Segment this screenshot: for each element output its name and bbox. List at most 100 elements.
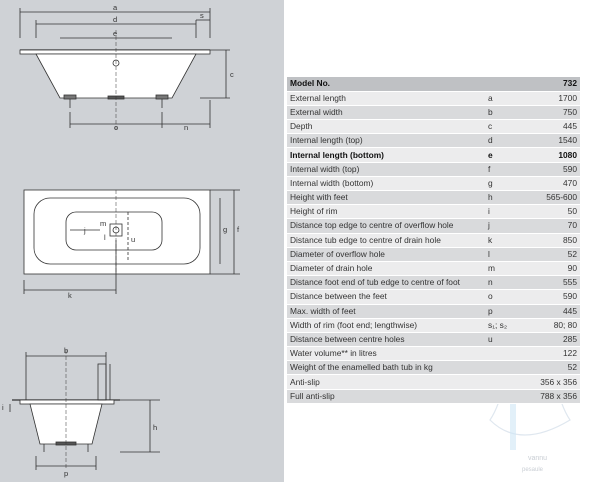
cell-symbol [485, 389, 525, 404]
cell-value: 52 [525, 247, 580, 262]
cell-label: Weight of the enamelled bath tub in kg [287, 360, 485, 376]
label-f: f [237, 225, 240, 234]
cell-label: Anti-slip [287, 374, 485, 390]
label-h: h [153, 423, 157, 432]
label-s: s [200, 11, 204, 20]
cell-symbol: p [485, 304, 525, 319]
cell-label: Diameter of overflow hole [287, 247, 485, 262]
label-i: i [2, 403, 4, 412]
cell-value: 285 [525, 332, 580, 348]
table-row: Anti-slip 356 x 356 [287, 374, 580, 390]
table-header-row: Model No. 732 [287, 77, 580, 92]
table-row: Distance tub edge to centre of drain hol… [287, 233, 580, 248]
header-label: Model No. [287, 77, 485, 92]
cell-label: Water volume** in litres [287, 346, 485, 362]
cell-label: Distance foot end of tub edge to centre … [287, 275, 485, 291]
cell-symbol: f [485, 162, 525, 177]
cell-value: 52 [525, 360, 580, 376]
cell-symbol: c [485, 119, 525, 135]
cell-value: 50 [525, 204, 580, 220]
cell-value: 750 [525, 105, 580, 121]
cell-label: Distance between the feet [287, 289, 485, 305]
label-b: b [64, 346, 68, 355]
technical-drawings-panel: a d s e c o n [0, 0, 284, 482]
cell-symbol: n [485, 275, 525, 291]
cell-value: 80; 80 [525, 318, 580, 333]
cell-symbol: u [485, 332, 525, 348]
cell-value: 1540 [525, 133, 580, 149]
cell-label: External length [287, 91, 485, 106]
cell-symbol: h [485, 190, 525, 206]
label-m: m [100, 219, 106, 228]
cell-label: External width [287, 105, 485, 121]
cell-symbol: i [485, 204, 525, 220]
cell-symbol: j [485, 218, 525, 234]
technical-drawings: a d s e c o n [2, 3, 240, 478]
plan-view-drawing [23, 189, 240, 294]
cell-value: 590 [525, 162, 580, 177]
label-n: n [184, 123, 188, 132]
table-row: Weight of the enamelled bath tub in kg 52 [287, 360, 580, 376]
cell-label: Max. width of feet [287, 304, 485, 319]
label-j: j [83, 226, 86, 235]
cell-symbol: a [485, 91, 525, 106]
cell-label: Depth [287, 119, 485, 135]
cell-value: 445 [525, 119, 580, 135]
table-row: Distance foot end of tub edge to centre … [287, 275, 580, 291]
label-k: k [68, 291, 72, 300]
label-p: p [64, 469, 68, 478]
cell-symbol: g [485, 176, 525, 192]
cell-symbol [485, 346, 525, 362]
cell-label: Internal length (bottom) [287, 147, 485, 163]
cell-label: Internal length (top) [287, 133, 485, 149]
cell-symbol [485, 360, 525, 376]
label-c: c [230, 70, 234, 79]
cell-symbol [485, 374, 525, 390]
table-row: Distance top edge to centre of overflow … [287, 218, 580, 234]
watermark-text-1: vannu [528, 455, 547, 462]
label-o: o [114, 123, 118, 132]
cell-label: Diameter of drain hole [287, 261, 485, 277]
cell-label: Width of rim (foot end; lengthwise) [287, 318, 485, 333]
end-elevation-drawing [9, 350, 160, 470]
label-u: u [131, 235, 135, 244]
side-elevation-drawing [19, 8, 230, 130]
cell-label: Full anti-slip [287, 389, 485, 404]
cell-value: 1700 [525, 91, 580, 106]
cell-label: Distance top edge to centre of overflow … [287, 218, 485, 234]
label-e: e [113, 29, 117, 38]
cell-value: 850 [525, 233, 580, 248]
cell-value: 445 [525, 304, 580, 319]
cell-symbol: b [485, 105, 525, 121]
cell-symbol: k [485, 233, 525, 248]
cell-symbol: l [485, 247, 525, 262]
table-row: Width of rim (foot end; lengthwise)s₁; s… [287, 318, 580, 333]
cell-value: 356 x 356 [525, 374, 580, 390]
cell-value: 1080 [525, 147, 580, 163]
cell-label: Internal width (top) [287, 162, 485, 177]
header-value: 732 [525, 77, 580, 92]
cell-label: Height of rim [287, 204, 485, 220]
cell-symbol: o [485, 289, 525, 305]
cell-value: 555 [525, 275, 580, 291]
cell-value: 70 [525, 218, 580, 234]
cell-label: Distance tub edge to centre of drain hol… [287, 233, 485, 248]
cell-symbol: s₁; s₂ [485, 318, 525, 333]
cell-value: 788 x 356 [525, 389, 580, 404]
cell-value: 470 [525, 176, 580, 192]
cell-label: Distance between centre holes [287, 332, 485, 348]
